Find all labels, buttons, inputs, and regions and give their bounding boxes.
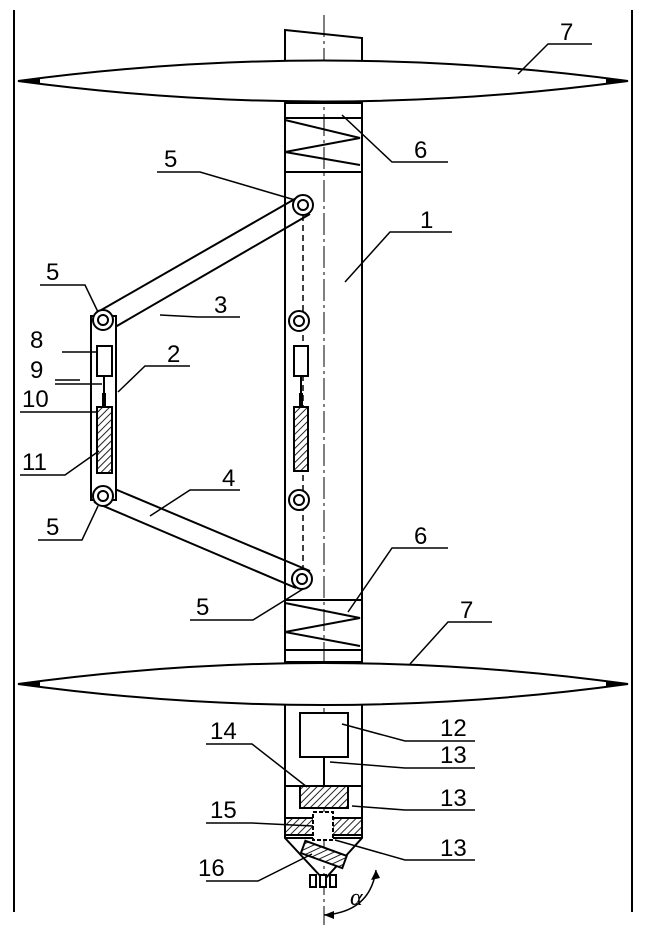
label-13-b: 13: [440, 785, 467, 812]
link-4: [94, 487, 310, 588]
motor-12: [300, 713, 348, 757]
pivot-joints: [93, 195, 313, 589]
label-13-a: 13: [440, 742, 467, 769]
label-alpha: α: [350, 885, 363, 911]
spring-bottom: [285, 603, 360, 646]
label-5-top: 5: [164, 146, 177, 173]
label-16: 16: [198, 855, 225, 882]
sensor-assembly-body: [294, 346, 308, 471]
label-1: 1: [420, 207, 433, 234]
label-8: 8: [30, 327, 43, 354]
label-7-top: 7: [560, 19, 573, 46]
coupling-15: [313, 812, 333, 840]
label-5-left-bottom: 5: [46, 514, 59, 541]
label-2: 2: [167, 341, 180, 368]
label-13-c: 13: [440, 835, 467, 862]
label-10: 10: [22, 386, 49, 413]
label-12: 12: [440, 715, 467, 742]
centralizer-top: [18, 61, 628, 102]
label-6-bottom: 6: [414, 523, 427, 550]
label-6-top: 6: [414, 137, 427, 164]
sensor-assembly-pad: [97, 346, 112, 473]
spring-top: [285, 120, 360, 165]
label-5-left-top: 5: [46, 259, 59, 286]
block-14: [300, 786, 348, 808]
label-11: 11: [22, 449, 47, 476]
link-3: [96, 196, 310, 330]
label-5-bottom: 5: [196, 594, 209, 621]
label-3: 3: [214, 292, 227, 319]
label-7-bottom: 7: [460, 597, 473, 624]
label-9: 9: [30, 357, 43, 384]
label-15: 15: [210, 797, 237, 824]
label-14: 14: [210, 718, 237, 745]
label-4: 4: [222, 465, 235, 492]
centralizer-bottom: [18, 663, 628, 705]
nozzles: [310, 875, 336, 887]
